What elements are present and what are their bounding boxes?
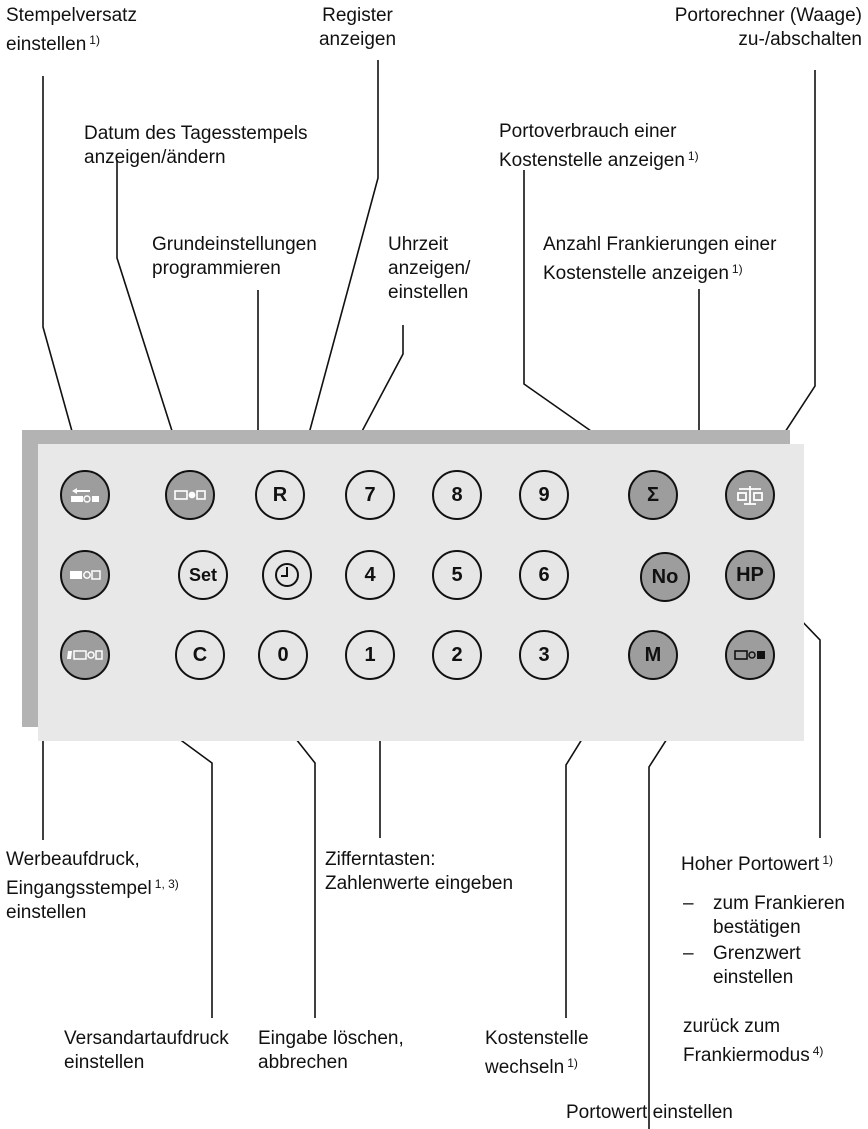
clock-key[interactable] <box>262 550 312 600</box>
label-anzahl: Anzahl Frankierungen einer Kostenstelle … <box>543 234 777 284</box>
advert-print-icon <box>70 570 101 580</box>
digit-7-key[interactable]: 7 <box>345 470 395 520</box>
register-key[interactable]: R <box>255 470 305 520</box>
clear-key[interactable]: C <box>175 630 225 680</box>
digit-9-key[interactable]: 9 <box>519 470 569 520</box>
count-key[interactable]: No <box>640 552 690 602</box>
scale-key[interactable] <box>725 470 775 520</box>
postage-value-key[interactable] <box>725 630 775 680</box>
label-portowert: Portowert einstellen <box>566 1102 733 1123</box>
digit-3-key[interactable]: 3 <box>519 630 569 680</box>
postage-value-icon <box>734 650 765 660</box>
label-uhrzeit: Uhrzeit anzeigen/ einstellen <box>388 234 471 303</box>
list-item-text: bestätigen <box>713 917 801 938</box>
digit-5-key[interactable]: 5 <box>432 550 482 600</box>
hoher-portowert-list: – zum Frankieren bestätigen – Grenzwert … <box>683 892 863 1002</box>
label-portorechner: Portorechner (Waage) zu-/abschalten <box>674 5 862 50</box>
label-eingabe: Eingabe löschen, abbrechen <box>258 1028 404 1073</box>
clock-icon <box>275 563 299 587</box>
label-portoverbrauch: Portoverbrauch einer Kostenstelle anzeig… <box>499 121 699 171</box>
list-item-text: einstellen <box>713 967 794 988</box>
list-dash: – <box>683 943 694 964</box>
stamp-offset-icon <box>71 488 99 503</box>
digit-6-key[interactable]: 6 <box>519 550 569 600</box>
shipping-type-icon <box>67 650 103 660</box>
shipping-type-key[interactable] <box>60 630 110 680</box>
stamp-offset-key[interactable] <box>60 470 110 520</box>
digit-2-key[interactable]: 2 <box>432 630 482 680</box>
label-ziffern: Zifferntasten: Zahlenwerte eingeben <box>325 849 514 894</box>
digit-4-key[interactable]: 4 <box>345 550 395 600</box>
scale-icon <box>737 486 763 505</box>
line-datum <box>116 160 188 479</box>
digit-1-key[interactable]: 1 <box>345 630 395 680</box>
cost-center-key[interactable]: M <box>628 630 678 680</box>
line-stempelversatz <box>42 76 86 479</box>
label-datum: Datum des Tagesstempels anzeigen/ändern <box>84 123 308 168</box>
digit-8-key[interactable]: 8 <box>432 470 482 520</box>
high-postage-key[interactable]: HP <box>725 550 775 600</box>
label-versandart: Versandartaufdruck einstellen <box>64 1028 229 1073</box>
date-stamp-key[interactable] <box>165 470 215 520</box>
sigma-key[interactable]: Σ <box>628 470 678 520</box>
list-item-text: Grenzwert <box>713 943 801 964</box>
advert-print-key[interactable] <box>60 550 110 600</box>
settings-key[interactable]: Set <box>178 550 228 600</box>
keyboard-panel <box>38 444 804 741</box>
label-register: Register anzeigen <box>318 5 397 50</box>
digit-0-key[interactable]: 0 <box>258 630 308 680</box>
list-dash: – <box>683 893 694 914</box>
line-register <box>296 60 379 479</box>
list-item-text: zum Frankieren <box>713 893 845 914</box>
date-stamp-icon <box>174 490 206 500</box>
label-grundeinstellungen: Grundeinstellungen programmieren <box>152 234 317 279</box>
